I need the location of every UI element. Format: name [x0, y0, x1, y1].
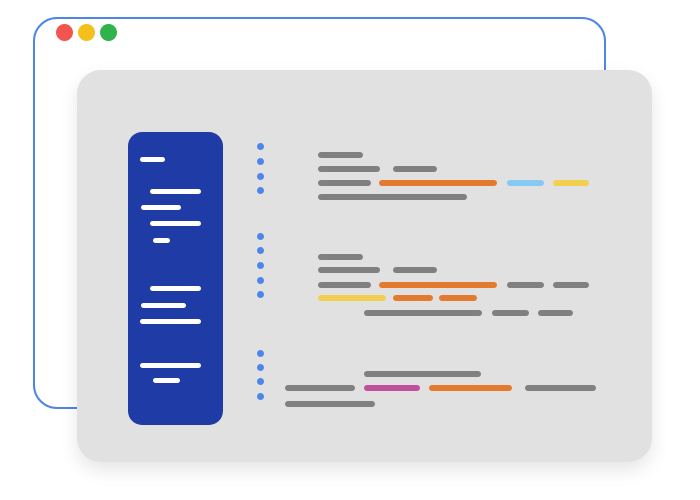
- sidebar: [128, 132, 223, 425]
- bullet-dot: [257, 247, 264, 254]
- code-line-segment: [439, 295, 477, 301]
- code-line-segment: [393, 295, 433, 301]
- code-line-segment: [318, 267, 380, 273]
- sidebar-menu-bar: [140, 363, 201, 368]
- code-line-segment: [364, 385, 420, 391]
- code-line-segment: [318, 295, 386, 301]
- bullet-dot: [257, 350, 264, 357]
- code-line-segment: [318, 282, 371, 288]
- sidebar-menu-bar: [153, 378, 180, 383]
- minimize-dot-icon: [78, 24, 95, 41]
- bullet-dot: [257, 277, 264, 284]
- close-dot-icon: [56, 24, 73, 41]
- bullet-dot: [257, 173, 264, 180]
- code-line-segment: [525, 385, 596, 391]
- bullet-dot: [257, 378, 264, 385]
- sidebar-menu-bar: [141, 303, 186, 308]
- code-line-segment: [429, 385, 512, 391]
- code-line-segment: [553, 282, 589, 288]
- code-line-segment: [393, 166, 437, 172]
- code-line-segment: [364, 371, 481, 377]
- code-line-segment: [318, 166, 380, 172]
- code-line-segment: [538, 310, 573, 316]
- code-line-segment: [285, 401, 375, 407]
- bullet-dot: [257, 291, 264, 298]
- sidebar-menu-bar: [141, 205, 181, 210]
- code-line-segment: [507, 282, 544, 288]
- bullet-dot: [257, 393, 264, 400]
- bullet-dot: [257, 262, 264, 269]
- code-line-segment: [318, 180, 371, 186]
- bullet-dot: [257, 187, 264, 194]
- bullet-dot: [257, 158, 264, 165]
- code-line-segment: [318, 194, 467, 200]
- code-line-segment: [393, 267, 437, 273]
- code-line-segment: [318, 152, 363, 158]
- code-line-segment: [379, 180, 497, 186]
- code-line-segment: [553, 180, 589, 186]
- bullet-dot: [257, 364, 264, 371]
- code-line-segment: [364, 310, 482, 316]
- sidebar-menu-bar: [140, 157, 165, 162]
- code-line-segment: [318, 254, 363, 260]
- bullet-dot: [257, 233, 264, 240]
- sidebar-menu-bar: [140, 319, 201, 324]
- sidebar-menu-bar: [150, 286, 201, 291]
- code-line-segment: [492, 310, 529, 316]
- sidebar-menu-bar: [150, 221, 201, 226]
- bullet-dot: [257, 143, 264, 150]
- sidebar-menu-bar: [150, 189, 201, 194]
- sidebar-menu-bar: [153, 238, 170, 243]
- maximize-dot-icon: [100, 24, 117, 41]
- code-line-segment: [507, 180, 544, 186]
- code-line-segment: [285, 385, 355, 391]
- code-line-segment: [379, 282, 497, 288]
